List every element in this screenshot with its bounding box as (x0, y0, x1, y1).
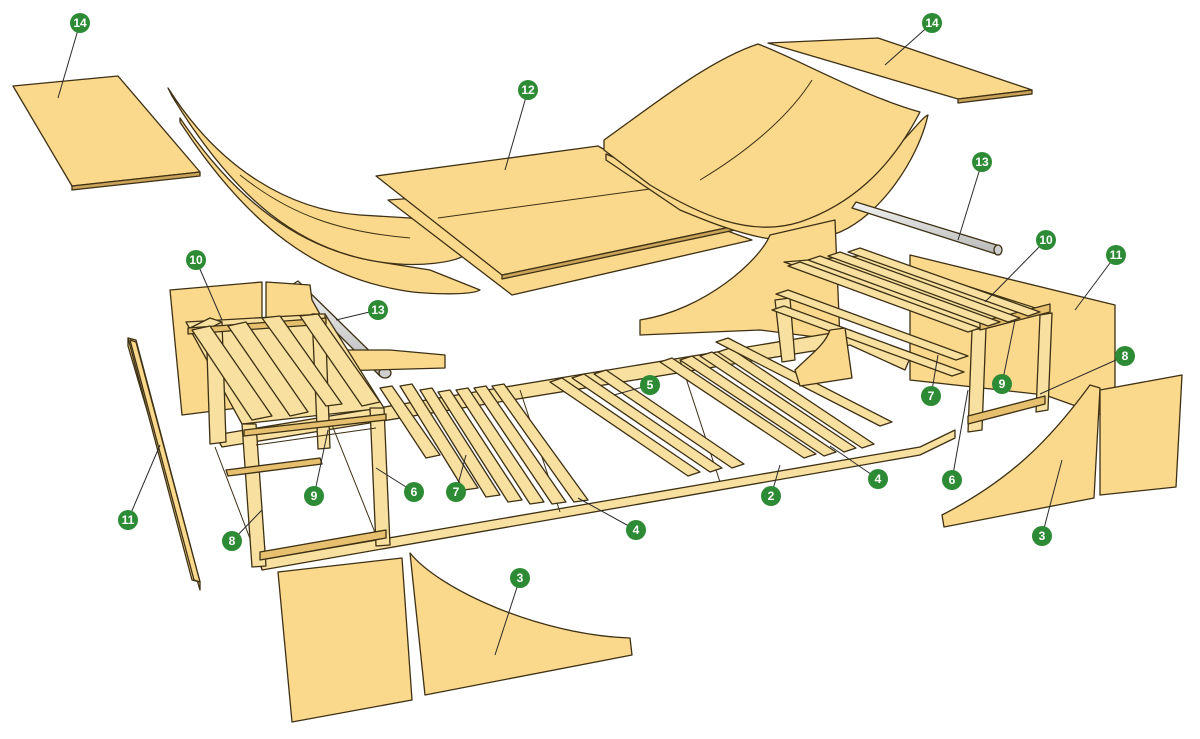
callout-number: 3 (1039, 529, 1046, 543)
callout-number: 8 (1122, 349, 1129, 363)
callout-14-left: 14 (70, 13, 90, 33)
callout-number: 13 (975, 155, 989, 169)
coping-pipe-right (851, 201, 1003, 256)
callout-13-right: 13 (972, 152, 992, 172)
flat-platform-sheets (375, 145, 753, 296)
callout-number: 7 (453, 485, 460, 499)
front-panel (277, 557, 413, 723)
callout-11-right: 11 (1106, 245, 1126, 265)
callout-9-right: 9 (992, 374, 1012, 394)
callout-7-left: 7 (446, 482, 466, 502)
callout-number: 4 (633, 523, 640, 537)
callout-number: 9 (999, 377, 1006, 391)
callout-3-front: 3 (510, 568, 530, 588)
callout-number: 9 (311, 489, 318, 503)
callout-10-right: 10 (1036, 230, 1056, 250)
callout-9-left: 9 (304, 486, 324, 506)
callout-number: 11 (122, 513, 135, 527)
callout-number: 10 (189, 253, 203, 267)
callout-number: 2 (768, 489, 775, 503)
callout-number: 8 (229, 534, 236, 548)
callout-4-left: 4 (626, 520, 646, 540)
top-deck-panel-left (12, 75, 201, 191)
left-tower-frame (185, 313, 391, 568)
callout-number: 14 (925, 16, 939, 30)
leader-lines (57, 22, 1126, 656)
callout-2: 2 (761, 486, 781, 506)
callout-number: 12 (521, 83, 535, 97)
side-panel-left (127, 337, 201, 591)
callout-8-left: 8 (222, 531, 242, 551)
center-slats (549, 369, 745, 477)
right-transition-sheets (603, 43, 929, 242)
callout-7-right: 7 (921, 386, 941, 406)
transition-slats-left (379, 383, 589, 505)
callout-6-left: 6 (404, 482, 424, 502)
ramp-side-front (409, 552, 633, 696)
right-tower-frame (771, 247, 1053, 433)
left-transition-sheets (167, 87, 481, 295)
top-deck-panel-right (767, 37, 1033, 104)
callout-4-right: 4 (868, 469, 888, 489)
callout-number: 3 (517, 571, 524, 585)
callout-number: 4 (875, 472, 882, 486)
callout-number: 5 (647, 378, 654, 392)
callout-6-right: 6 (942, 470, 962, 490)
callout-10-left: 10 (186, 250, 206, 270)
side-panel-right (1099, 374, 1183, 496)
callout-3-right: 3 (1032, 526, 1052, 546)
callout-14-right: 14 (922, 13, 942, 33)
callout-number: 6 (411, 485, 418, 499)
callout-number: 7 (928, 389, 935, 403)
callout-5: 5 (640, 375, 660, 395)
callout-number: 14 (73, 16, 87, 30)
ramp-side-right (941, 384, 1101, 528)
callout-12: 12 (518, 80, 538, 100)
callout-8-right: 8 (1115, 346, 1135, 366)
callout-number: 13 (371, 303, 385, 317)
callout-number: 10 (1039, 233, 1053, 247)
callout-number: 11 (1110, 248, 1123, 262)
callout-13-left: 13 (368, 300, 388, 320)
callout-number: 6 (949, 473, 956, 487)
callout-11-left: 11 (118, 510, 138, 530)
